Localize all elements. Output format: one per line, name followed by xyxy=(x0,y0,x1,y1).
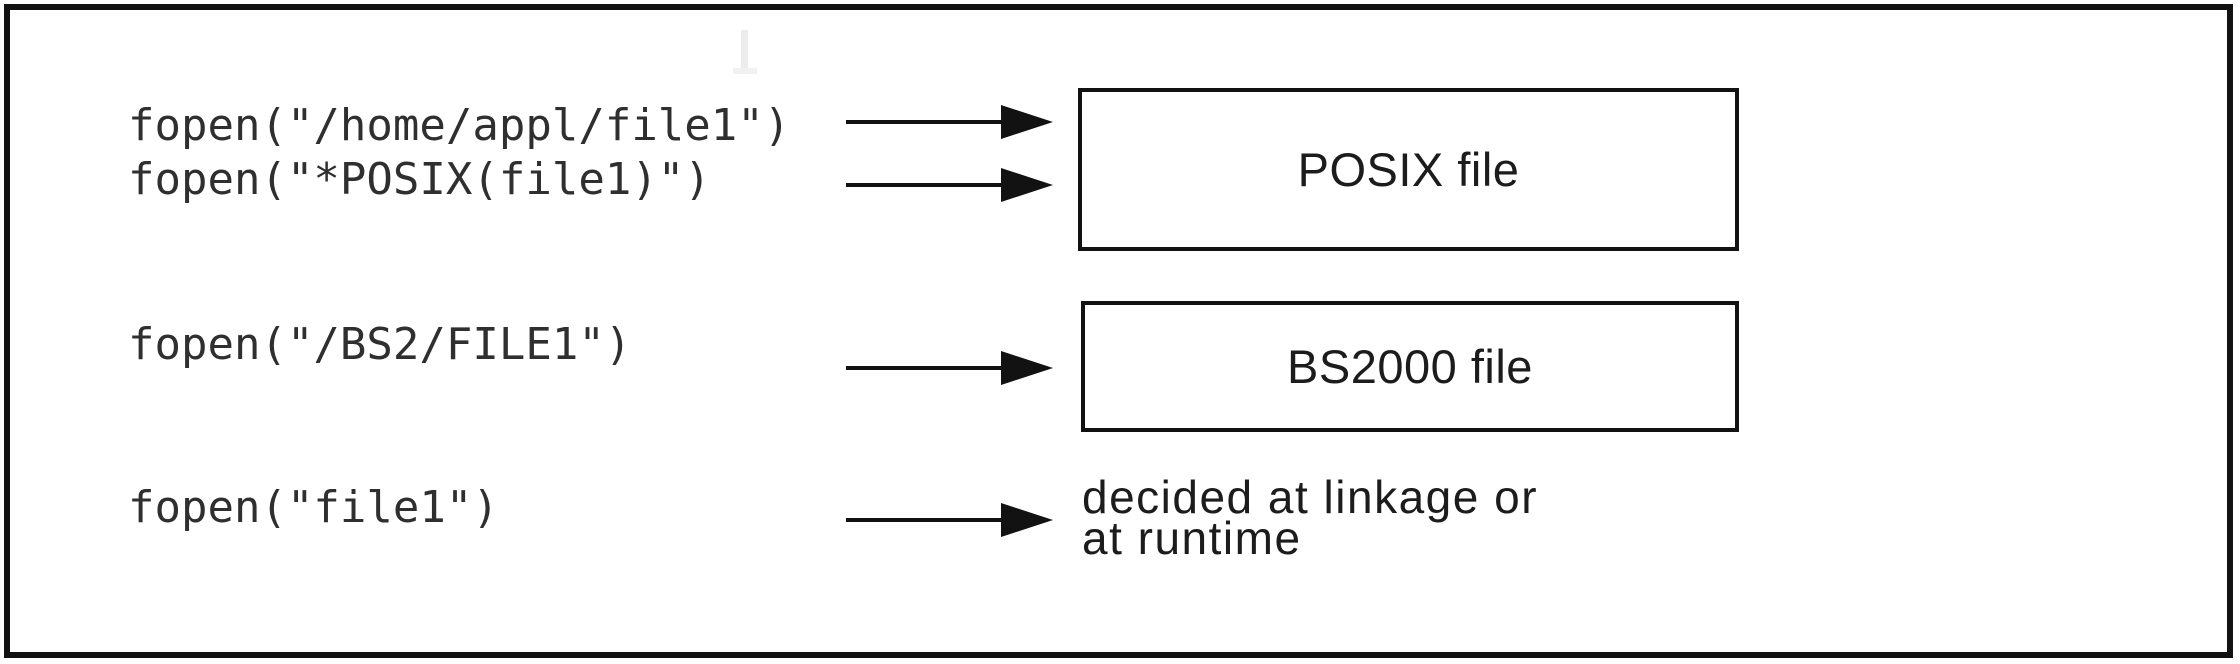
bs2000-file-label: BS2000 file xyxy=(1287,340,1533,393)
runtime-note-line1: decided at linkage or xyxy=(1082,471,1539,523)
arrow-right-icon xyxy=(1001,105,1053,139)
code-call-bs2-file1: fopen("/BS2/FILE1") xyxy=(128,319,632,370)
faint-artifact-stem xyxy=(741,30,748,70)
arrow-right-icon xyxy=(1001,351,1053,385)
code-call-home-appl-file1: fopen("/home/appl/file1") xyxy=(128,100,791,151)
arrow-shaft xyxy=(846,518,1008,522)
arrow-to-bs2000 xyxy=(846,351,1053,385)
arrow-right-icon xyxy=(1001,168,1053,202)
arrow-shaft xyxy=(846,366,1008,370)
arrow-shaft xyxy=(846,120,1008,124)
posix-file-box: POSIX file xyxy=(1078,88,1739,251)
arrow-to-runtime-note xyxy=(846,503,1053,537)
code-call-posix-file1: fopen("*POSIX(file1)") xyxy=(128,154,711,205)
runtime-note-line2: at runtime xyxy=(1082,512,1302,564)
arrow-right-icon xyxy=(1001,503,1053,537)
arrow-to-posix-2 xyxy=(846,168,1053,202)
code-call-file1: fopen("file1") xyxy=(128,482,499,533)
posix-file-label: POSIX file xyxy=(1297,143,1520,196)
faint-artifact-mark xyxy=(733,30,757,76)
arrow-to-posix-1 xyxy=(846,105,1053,139)
bs2000-file-box: BS2000 file xyxy=(1081,301,1739,432)
arrow-shaft xyxy=(846,183,1008,187)
faint-artifact-base xyxy=(733,68,757,74)
